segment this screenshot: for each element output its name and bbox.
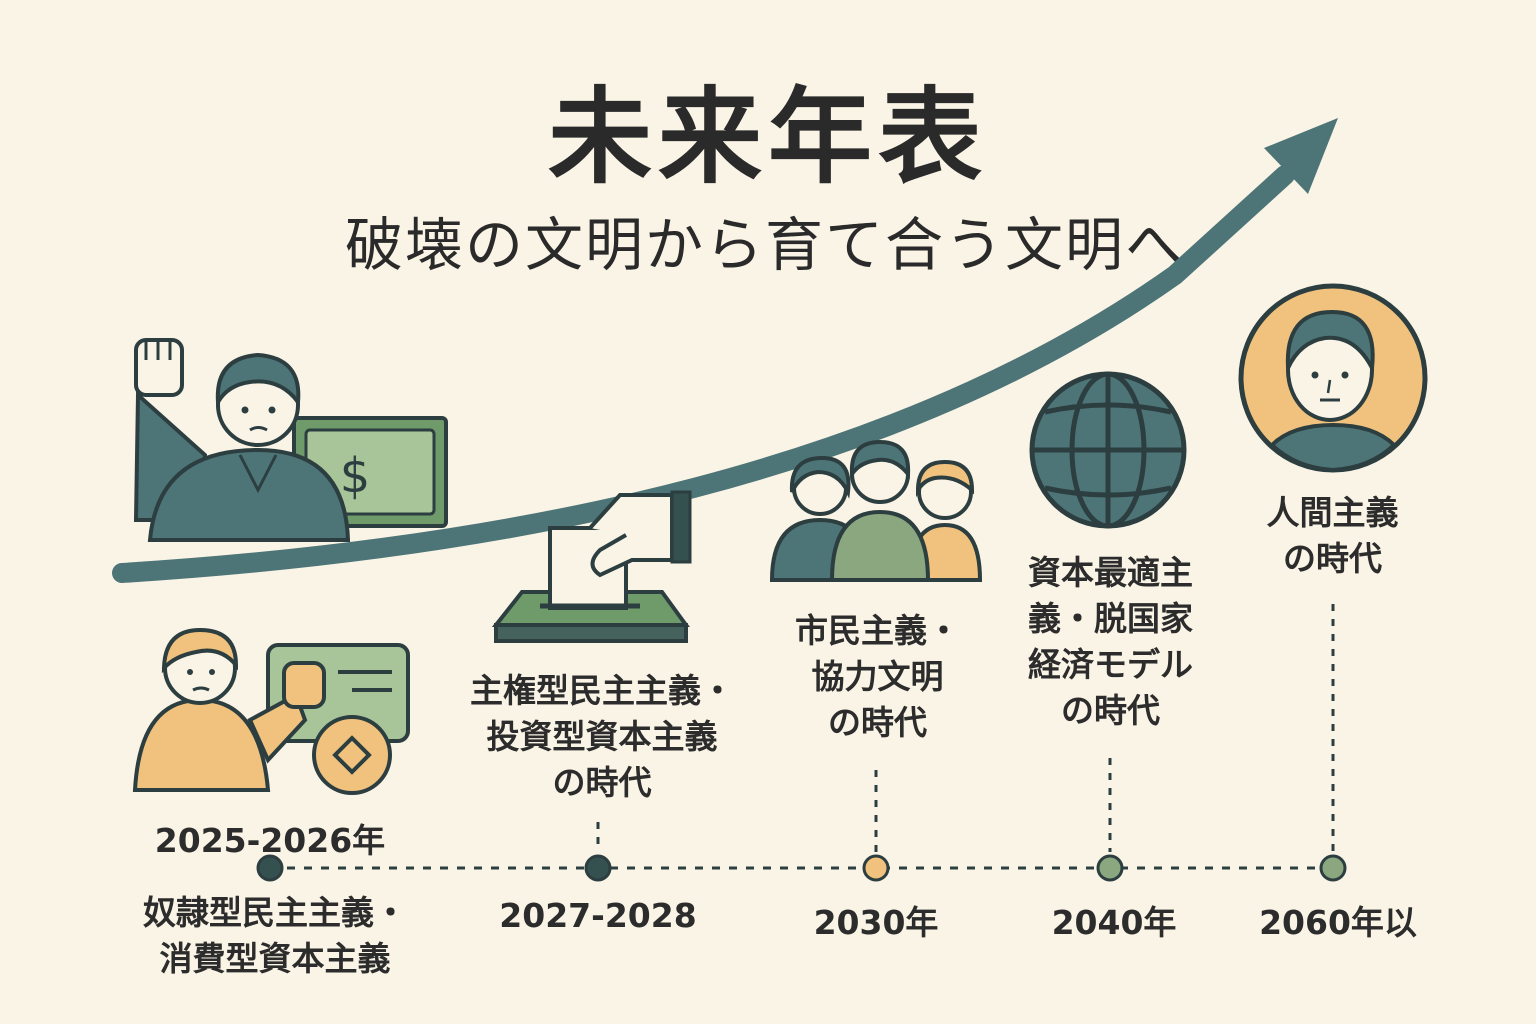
timeline-dot-2060 xyxy=(1319,854,1347,882)
era-label-2027: 主権型民主主義・ 投資型資本主義 の時代 xyxy=(452,668,752,806)
page-subtitle: 破壊の文明から育て合う文明へ xyxy=(344,211,1185,279)
person-with-card-icon xyxy=(132,627,410,795)
era-line: 人間主義 xyxy=(1266,493,1399,532)
era-line: 協力文明 xyxy=(811,657,944,696)
ballot-box-icon xyxy=(491,490,692,643)
year-label-2027: 2027-2028 xyxy=(499,896,697,935)
era-line: の時代 xyxy=(828,703,927,742)
year-label-2025: 2025-2026年 xyxy=(154,821,386,860)
year-label-2060: 2060年以 xyxy=(1259,903,1417,942)
era-line: の時代 xyxy=(1283,539,1382,578)
era-line: の時代 xyxy=(1061,691,1160,730)
era-label-2040: 資本最適主 義・脱国家 経済モデル の時代 xyxy=(1008,550,1213,734)
era-line: 経済モデル xyxy=(1028,645,1193,684)
era-line: 主権型民主主義・ xyxy=(470,671,734,710)
page-title: 未来年表 xyxy=(547,76,988,198)
globe-icon xyxy=(1029,371,1187,529)
era-label-2030: 市民主義・ 協力文明 の時代 xyxy=(780,608,975,746)
era-line: 消費型資本主義 xyxy=(159,939,391,978)
year-label-2030: 2030年 xyxy=(813,903,939,942)
timeline-dot-2030 xyxy=(862,854,890,882)
person-portrait-icon xyxy=(1238,283,1428,473)
year-label-2040: 2040年 xyxy=(1051,903,1177,942)
timeline-dot-2027 xyxy=(584,854,612,882)
upward-arrow-icon xyxy=(112,118,1338,583)
group-of-people-icon xyxy=(769,439,983,582)
era-line: 市民主義・ xyxy=(795,611,960,650)
raised-fist-person-icon xyxy=(133,338,351,542)
timeline-dot-2040 xyxy=(1096,854,1124,882)
era-line: 奴隷型民主主義・ xyxy=(143,893,407,932)
era-line: 投資型資本主義 xyxy=(486,717,718,756)
era-line: の時代 xyxy=(552,763,652,802)
dollar-symbol: $ xyxy=(340,448,371,504)
era-line: 資本最適主 xyxy=(1028,553,1193,592)
timeline-dot-2025 xyxy=(256,854,284,882)
era-label-2060: 人間主義 の時代 xyxy=(1240,490,1425,582)
era-line: 義・脱国家 xyxy=(1028,599,1193,638)
era-label-2025: 奴隷型民主主義・ 消費型資本主義 xyxy=(125,890,425,982)
